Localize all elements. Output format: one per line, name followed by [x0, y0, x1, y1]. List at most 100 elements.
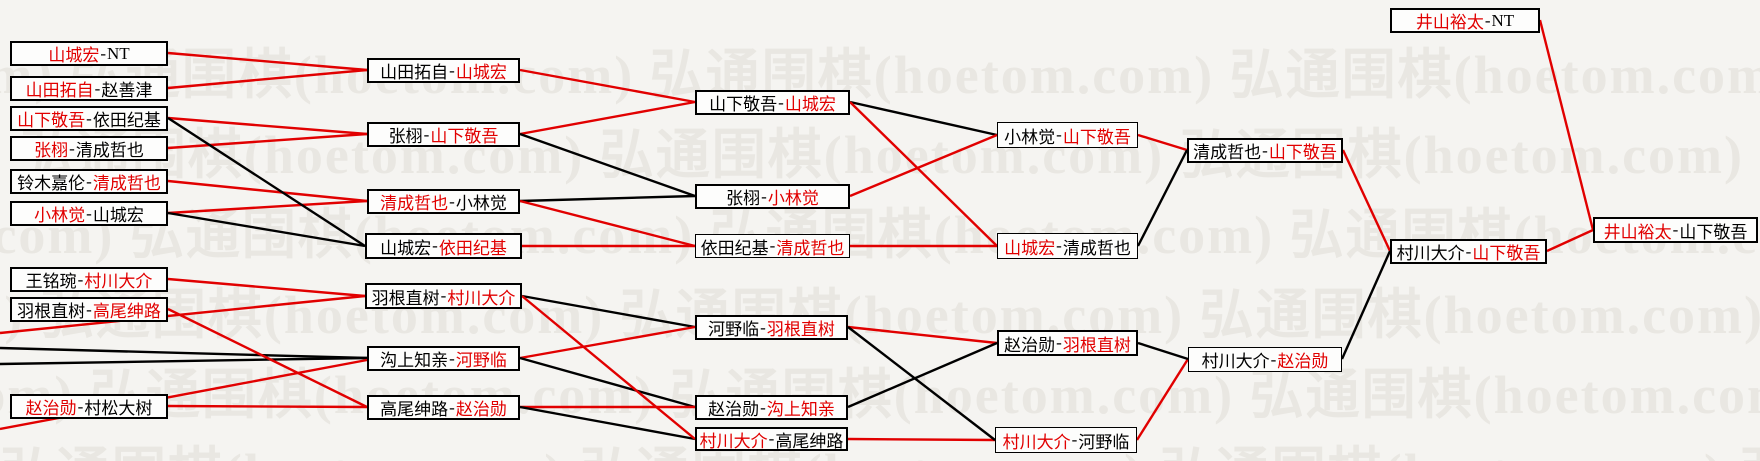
winner-name[interactable]: 山下敬吾 [430, 127, 499, 146]
vs-dash: - [86, 299, 92, 319]
loser-name[interactable]: 村松大树 [84, 399, 153, 418]
vs-dash: - [69, 138, 75, 158]
loser-name[interactable]: 小林觉 [1004, 127, 1056, 147]
loser-name[interactable]: 赵治勋 [1004, 335, 1056, 355]
loser-name[interactable]: 高尾绅路 [380, 400, 449, 419]
winner-name[interactable]: 井山裕太 [1415, 13, 1484, 32]
match-box[interactable]: 小林觉-山城宏 [10, 201, 168, 226]
loser-name[interactable]: NT [107, 43, 130, 63]
loser-name[interactable]: 村川大介 [1396, 244, 1465, 263]
match-box[interactable]: 铃木嘉伦-清成哲也 [10, 169, 168, 194]
vs-dash: - [1056, 125, 1062, 144]
vs-dash: - [1465, 241, 1472, 261]
match-box[interactable]: 依田纪基-清成哲也 [695, 234, 850, 258]
loser-name[interactable]: 张栩 [726, 189, 761, 208]
winner-name[interactable]: 羽根直树 [766, 320, 835, 339]
match-box[interactable]: 张栩-清成哲也 [10, 136, 168, 161]
winner-path-line [521, 295, 696, 440]
loser-name[interactable]: 依田纪基 [92, 111, 161, 130]
winner-name[interactable]: 清成哲也 [776, 238, 845, 258]
match-box[interactable]: 王铭琬-村川大介 [10, 267, 168, 292]
loser-name[interactable]: 赵善津 [101, 81, 153, 100]
match-box[interactable]: 村川大介-高尾绅路 [695, 427, 848, 451]
winner-name[interactable]: 山下敬吾 [1062, 127, 1131, 147]
winner-name[interactable]: 河野临 [455, 351, 507, 370]
match-box[interactable]: 井山裕太-山下敬吾 [1593, 217, 1758, 243]
match-box[interactable]: 张栩-山下敬吾 [367, 122, 520, 147]
winner-name[interactable]: 小林觉 [34, 206, 86, 225]
loser-name[interactable]: 张栩 [388, 127, 423, 146]
loser-name[interactable]: 清成哲也 [75, 141, 144, 160]
match-box[interactable]: 村川大介-山下敬吾 [1390, 239, 1547, 264]
loser-name[interactable]: 小林觉 [455, 194, 507, 213]
match-box[interactable]: 山下敬吾-依田纪基 [10, 106, 168, 131]
winner-name[interactable]: 山田拓自 [25, 81, 94, 100]
loser-name[interactable]: NT [1491, 10, 1515, 30]
winner-name[interactable]: 山城宏 [784, 95, 836, 114]
loser-name[interactable]: 山城宏 [380, 238, 432, 258]
winner-name[interactable]: 小林觉 [767, 189, 819, 208]
winner-name[interactable]: 依田纪基 [438, 238, 507, 258]
loser-name[interactable]: 山下敬吾 [1679, 222, 1748, 242]
winner-name[interactable]: 山下敬吾 [1268, 143, 1337, 162]
winner-name[interactable]: 井山裕太 [1603, 222, 1672, 242]
winner-name[interactable]: 赵治勋 [1277, 352, 1329, 371]
match-box[interactable]: 清成哲也-山下敬吾 [1187, 138, 1343, 163]
match-box[interactable]: 山田拓自-山城宏 [367, 58, 520, 83]
loser-name[interactable]: 赵治勋 [708, 400, 760, 419]
winner-name[interactable]: 村川大介 [84, 272, 153, 291]
loser-name[interactable]: 王铭琬 [25, 272, 77, 291]
loser-name[interactable]: 依田纪基 [700, 238, 769, 258]
loser-name[interactable]: 羽根直树 [17, 302, 86, 321]
winner-name[interactable]: 村川大介 [447, 288, 516, 308]
match-box[interactable]: 羽根直树-村川大介 [365, 283, 522, 309]
match-box[interactable]: 村川大介-赵治勋 [1188, 347, 1342, 372]
loser-name[interactable]: 河野临 [1078, 432, 1130, 452]
loser-name[interactable]: 铃木嘉伦 [17, 174, 86, 193]
loser-name[interactable]: 村川大介 [1201, 352, 1270, 371]
match-box[interactable]: 小林觉-山下敬吾 [997, 122, 1138, 148]
match-box[interactable]: 赵治勋-村松大树 [10, 394, 168, 419]
loser-path-line [519, 356, 696, 409]
match-box[interactable]: 山城宏-清成哲也 [997, 233, 1138, 259]
winner-name[interactable]: 村川大介 [699, 431, 768, 451]
match-box[interactable]: 张栩-小林觉 [695, 184, 850, 209]
loser-name[interactable]: 羽根直树 [371, 288, 440, 308]
match-box[interactable]: 山田拓自-赵善津 [10, 76, 168, 101]
winner-name[interactable]: 山城宏 [455, 63, 507, 82]
winner-name[interactable]: 赵治勋 [25, 399, 77, 418]
match-box[interactable]: 山城宏-依田纪基 [365, 233, 522, 259]
winner-name[interactable]: 赵治勋 [455, 400, 507, 419]
match-box[interactable]: 高尾绅路-赵治勋 [367, 395, 520, 420]
winner-name[interactable]: 高尾绅路 [92, 302, 161, 321]
loser-name[interactable]: 清成哲也 [1062, 238, 1131, 258]
loser-name[interactable]: 山城宏 [92, 206, 144, 225]
loser-name[interactable]: 高尾绅路 [775, 431, 844, 451]
loser-name[interactable]: 山田拓自 [380, 63, 449, 82]
loser-name[interactable]: 山下敬吾 [709, 95, 778, 114]
loser-name[interactable]: 清成哲也 [1193, 143, 1262, 162]
match-box[interactable]: 山下敬吾-山城宏 [695, 90, 850, 115]
winner-name[interactable]: 羽根直树 [1062, 335, 1131, 355]
winner-name[interactable]: 山下敬吾 [17, 111, 86, 130]
loser-name[interactable]: 河野临 [708, 320, 760, 339]
winner-name[interactable]: 沟上知亲 [766, 400, 835, 419]
loser-name[interactable]: 沟上知亲 [380, 351, 449, 370]
match-box[interactable]: 赵治勋-沟上知亲 [695, 395, 848, 420]
match-box[interactable]: 河野临-羽根直树 [695, 315, 848, 340]
match-box[interactable]: 羽根直树-高尾绅路 [10, 297, 168, 322]
winner-name[interactable]: 村川大介 [1002, 432, 1071, 452]
match-box[interactable]: 村川大介-河野临 [995, 427, 1137, 453]
match-box[interactable]: 赵治勋-羽根直树 [997, 330, 1138, 356]
winner-name[interactable]: 山城宏 [1004, 238, 1056, 258]
winner-name[interactable]: 山城宏 [48, 46, 100, 65]
match-box[interactable]: 井山裕太-NT [1390, 8, 1540, 33]
match-box[interactable]: 山城宏-NT [10, 41, 168, 66]
winner-name[interactable]: 张栩 [34, 141, 69, 160]
winner-name[interactable]: 清成哲也 [380, 194, 449, 213]
winner-name[interactable]: 山下敬吾 [1472, 244, 1541, 263]
match-box[interactable]: 清成哲也-小林觉 [367, 189, 520, 214]
winner-name[interactable]: 清成哲也 [92, 174, 161, 193]
vs-dash: - [1270, 349, 1277, 369]
match-box[interactable]: 沟上知亲-河野临 [367, 346, 520, 371]
